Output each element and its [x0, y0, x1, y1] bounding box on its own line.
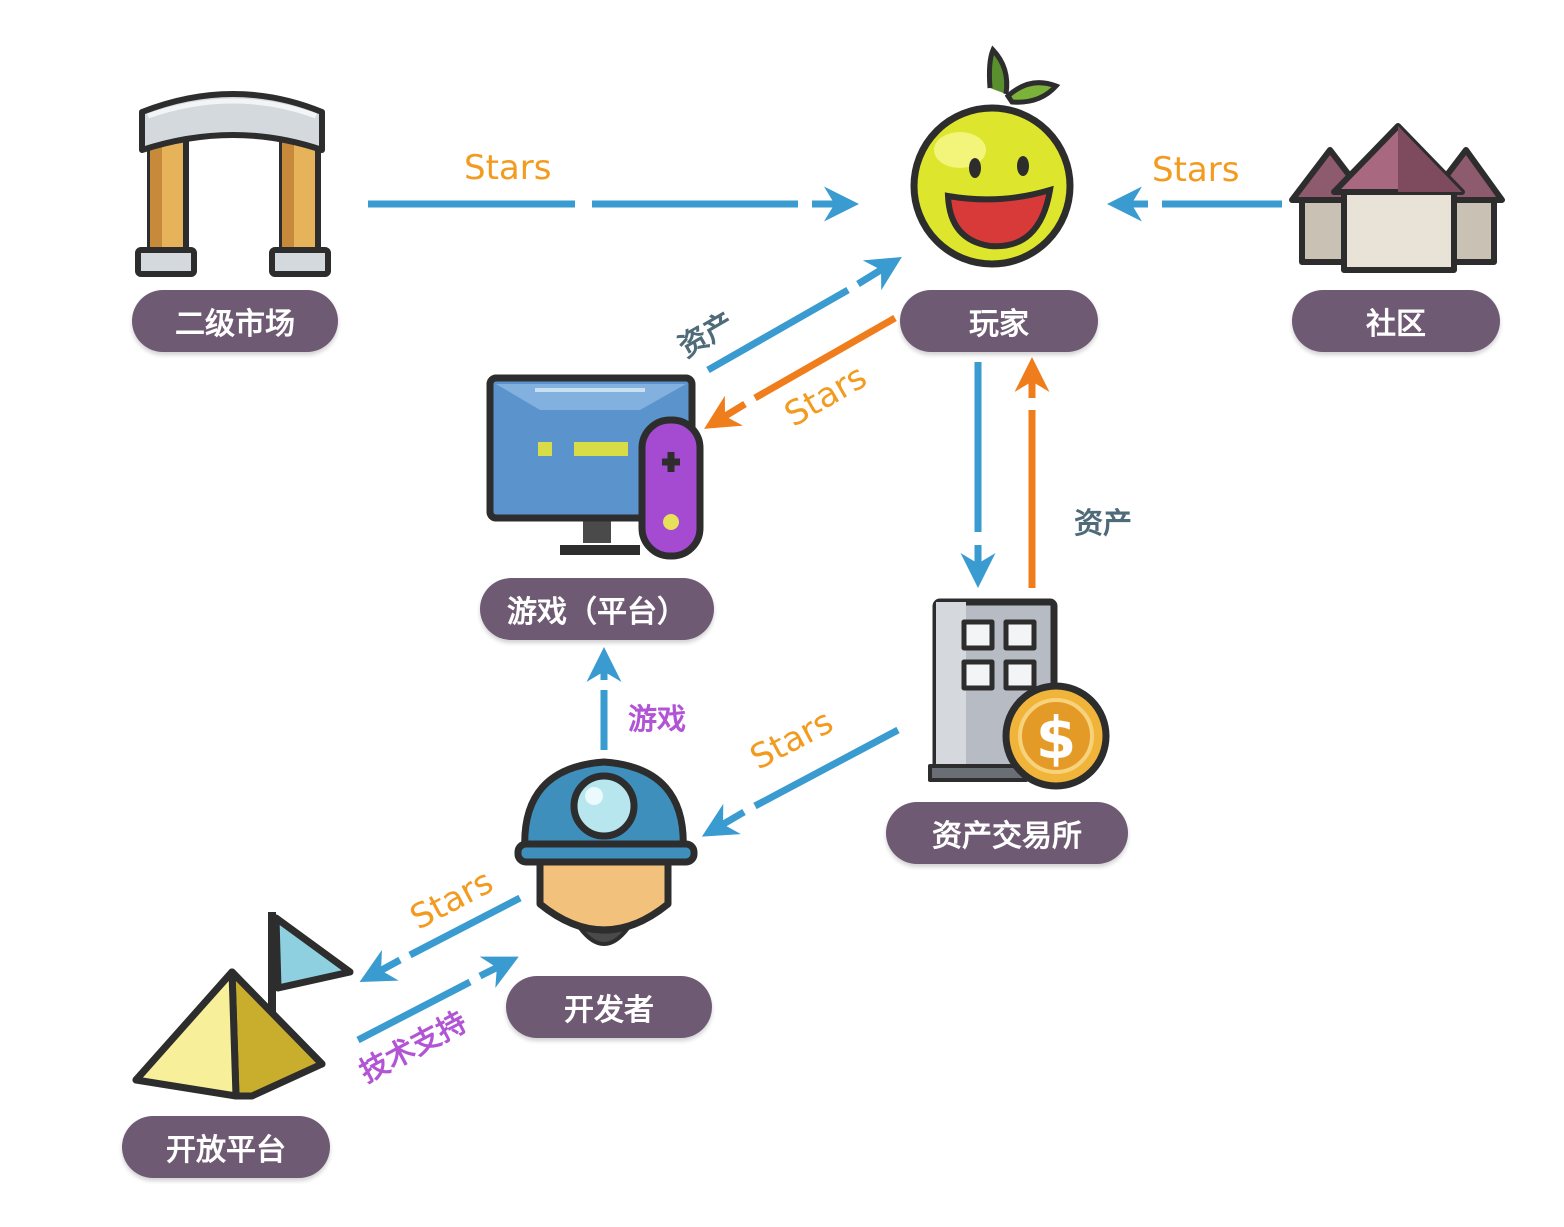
helmet-worker-icon: [514, 758, 698, 946]
bank-building-coin-icon: $: [928, 598, 1110, 790]
node-developer: 开发者: [506, 976, 712, 1038]
node-player: 玩家: [900, 290, 1098, 352]
node-secondary-market: 二级市场: [132, 290, 338, 352]
node-game-platform: 游戏（平台）: [480, 578, 714, 640]
arch-gate-icon: [135, 91, 331, 277]
svg-text:$: $: [1036, 704, 1076, 772]
flow-label-community-to-player: Stars: [1152, 150, 1240, 190]
node-asset-exchange: 资产交易所: [886, 802, 1128, 864]
flow-exchange-to-developer-arrow: [701, 726, 900, 837]
pyramid-flag-icon: [132, 912, 354, 1100]
flow-game-to-player-arrow: [706, 256, 902, 374]
flow-player-to-game-arrow: [704, 314, 897, 429]
flow-developer-to-open-arrow: [359, 894, 522, 983]
houses-icon: [1289, 123, 1505, 273]
flow-label-market-to-player: Stars: [464, 148, 552, 188]
flow-label-exchange-to-player: 资产: [1074, 506, 1133, 540]
monitor-gamepad-icon: [486, 374, 704, 560]
flow-label-developer-to-game: 游戏: [628, 702, 687, 736]
node-open-platform: 开放平台: [122, 1116, 330, 1178]
flow-open-to-developer-arrow: [356, 956, 519, 1044]
node-community: 社区: [1292, 290, 1500, 352]
smiling-fruit-icon: [910, 45, 1074, 268]
